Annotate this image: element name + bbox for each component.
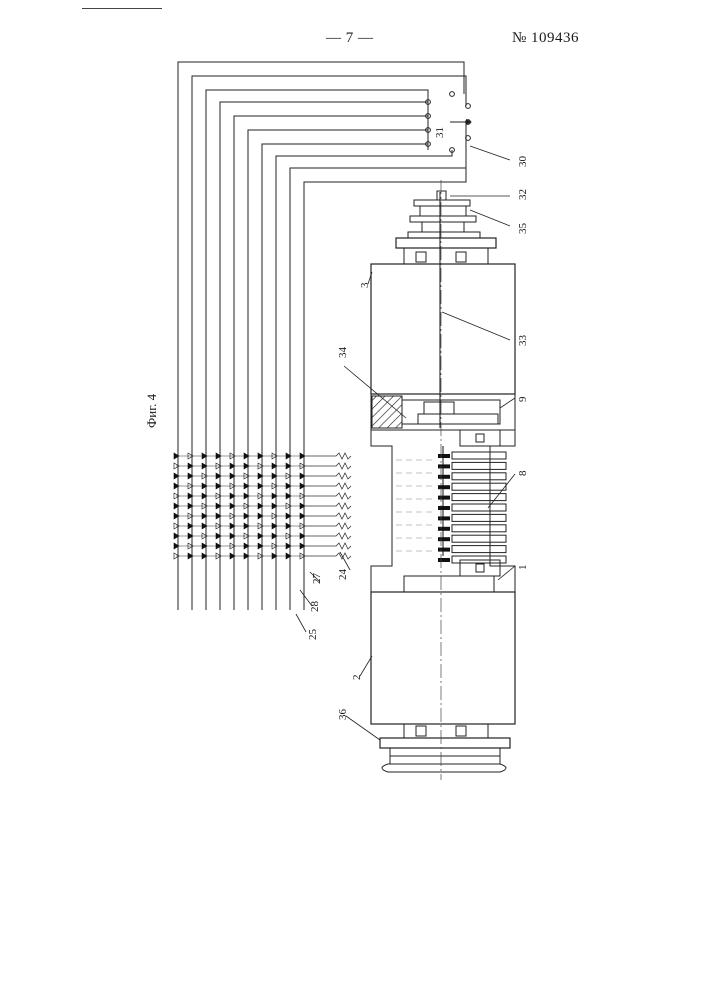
- resistor-row: [304, 453, 351, 559]
- lower-carrier: [404, 560, 500, 592]
- plate: [452, 525, 506, 532]
- label-36: 36: [337, 709, 349, 721]
- plate: [452, 462, 506, 469]
- resistor: [304, 503, 351, 509]
- label-9: 9: [517, 396, 529, 402]
- label-28: 28: [309, 601, 321, 613]
- wire: [304, 122, 466, 610]
- label-8: 8: [517, 470, 529, 476]
- label-30: 30: [517, 156, 529, 168]
- plate: [452, 452, 506, 459]
- pin-row: [438, 454, 450, 562]
- contact-matrix: [174, 453, 305, 559]
- pin: [438, 548, 450, 552]
- housing-3: [371, 264, 515, 394]
- wire: [262, 144, 428, 610]
- resistor: [304, 473, 351, 479]
- plate: [452, 483, 506, 490]
- label-24: 24: [337, 569, 349, 581]
- label-27: 27: [311, 573, 323, 585]
- pin: [438, 464, 450, 468]
- pin: [438, 454, 450, 458]
- pin: [438, 527, 450, 531]
- plate: [452, 494, 506, 501]
- label-2: 2: [351, 675, 363, 681]
- label-32: 32: [517, 189, 529, 200]
- wire: [276, 150, 452, 610]
- plate: [452, 514, 506, 521]
- label-3: 3: [359, 282, 371, 288]
- label-25: 25: [307, 629, 319, 641]
- pin: [438, 475, 450, 479]
- resistor: [304, 513, 351, 519]
- pin: [438, 516, 450, 520]
- label-34: 34: [337, 347, 349, 359]
- pin: [438, 558, 450, 562]
- label-35: 35: [517, 223, 529, 235]
- resistor: [304, 483, 351, 489]
- resistor: [304, 523, 351, 529]
- plate: [452, 504, 506, 511]
- figure-caption: Фиг. 4: [144, 393, 159, 428]
- label-33: 33: [517, 335, 529, 347]
- pin: [438, 506, 450, 510]
- plate: [452, 535, 506, 542]
- top-pulley-assembly: [396, 191, 496, 264]
- resistor: [304, 543, 351, 549]
- resistor: [304, 453, 351, 459]
- wire-bundle: [178, 62, 466, 610]
- resistor: [304, 463, 351, 469]
- rotary-switch: [426, 92, 472, 153]
- label-1: 1: [517, 565, 529, 571]
- pin: [438, 537, 450, 541]
- bottom-pulley-assembly: [380, 724, 510, 772]
- plate: [452, 546, 506, 553]
- plate-stack-8: [452, 452, 506, 563]
- coupling-section: [371, 394, 515, 446]
- label-31: 31: [434, 127, 446, 138]
- pin: [438, 485, 450, 489]
- hidden-lines: [396, 460, 434, 551]
- pin: [438, 496, 450, 500]
- plate: [452, 473, 506, 480]
- resistor: [304, 493, 351, 499]
- wire: [220, 102, 428, 610]
- resistor: [304, 553, 351, 559]
- resistor: [304, 533, 351, 539]
- housing-2: [371, 592, 515, 724]
- leader-lines: [296, 146, 515, 740]
